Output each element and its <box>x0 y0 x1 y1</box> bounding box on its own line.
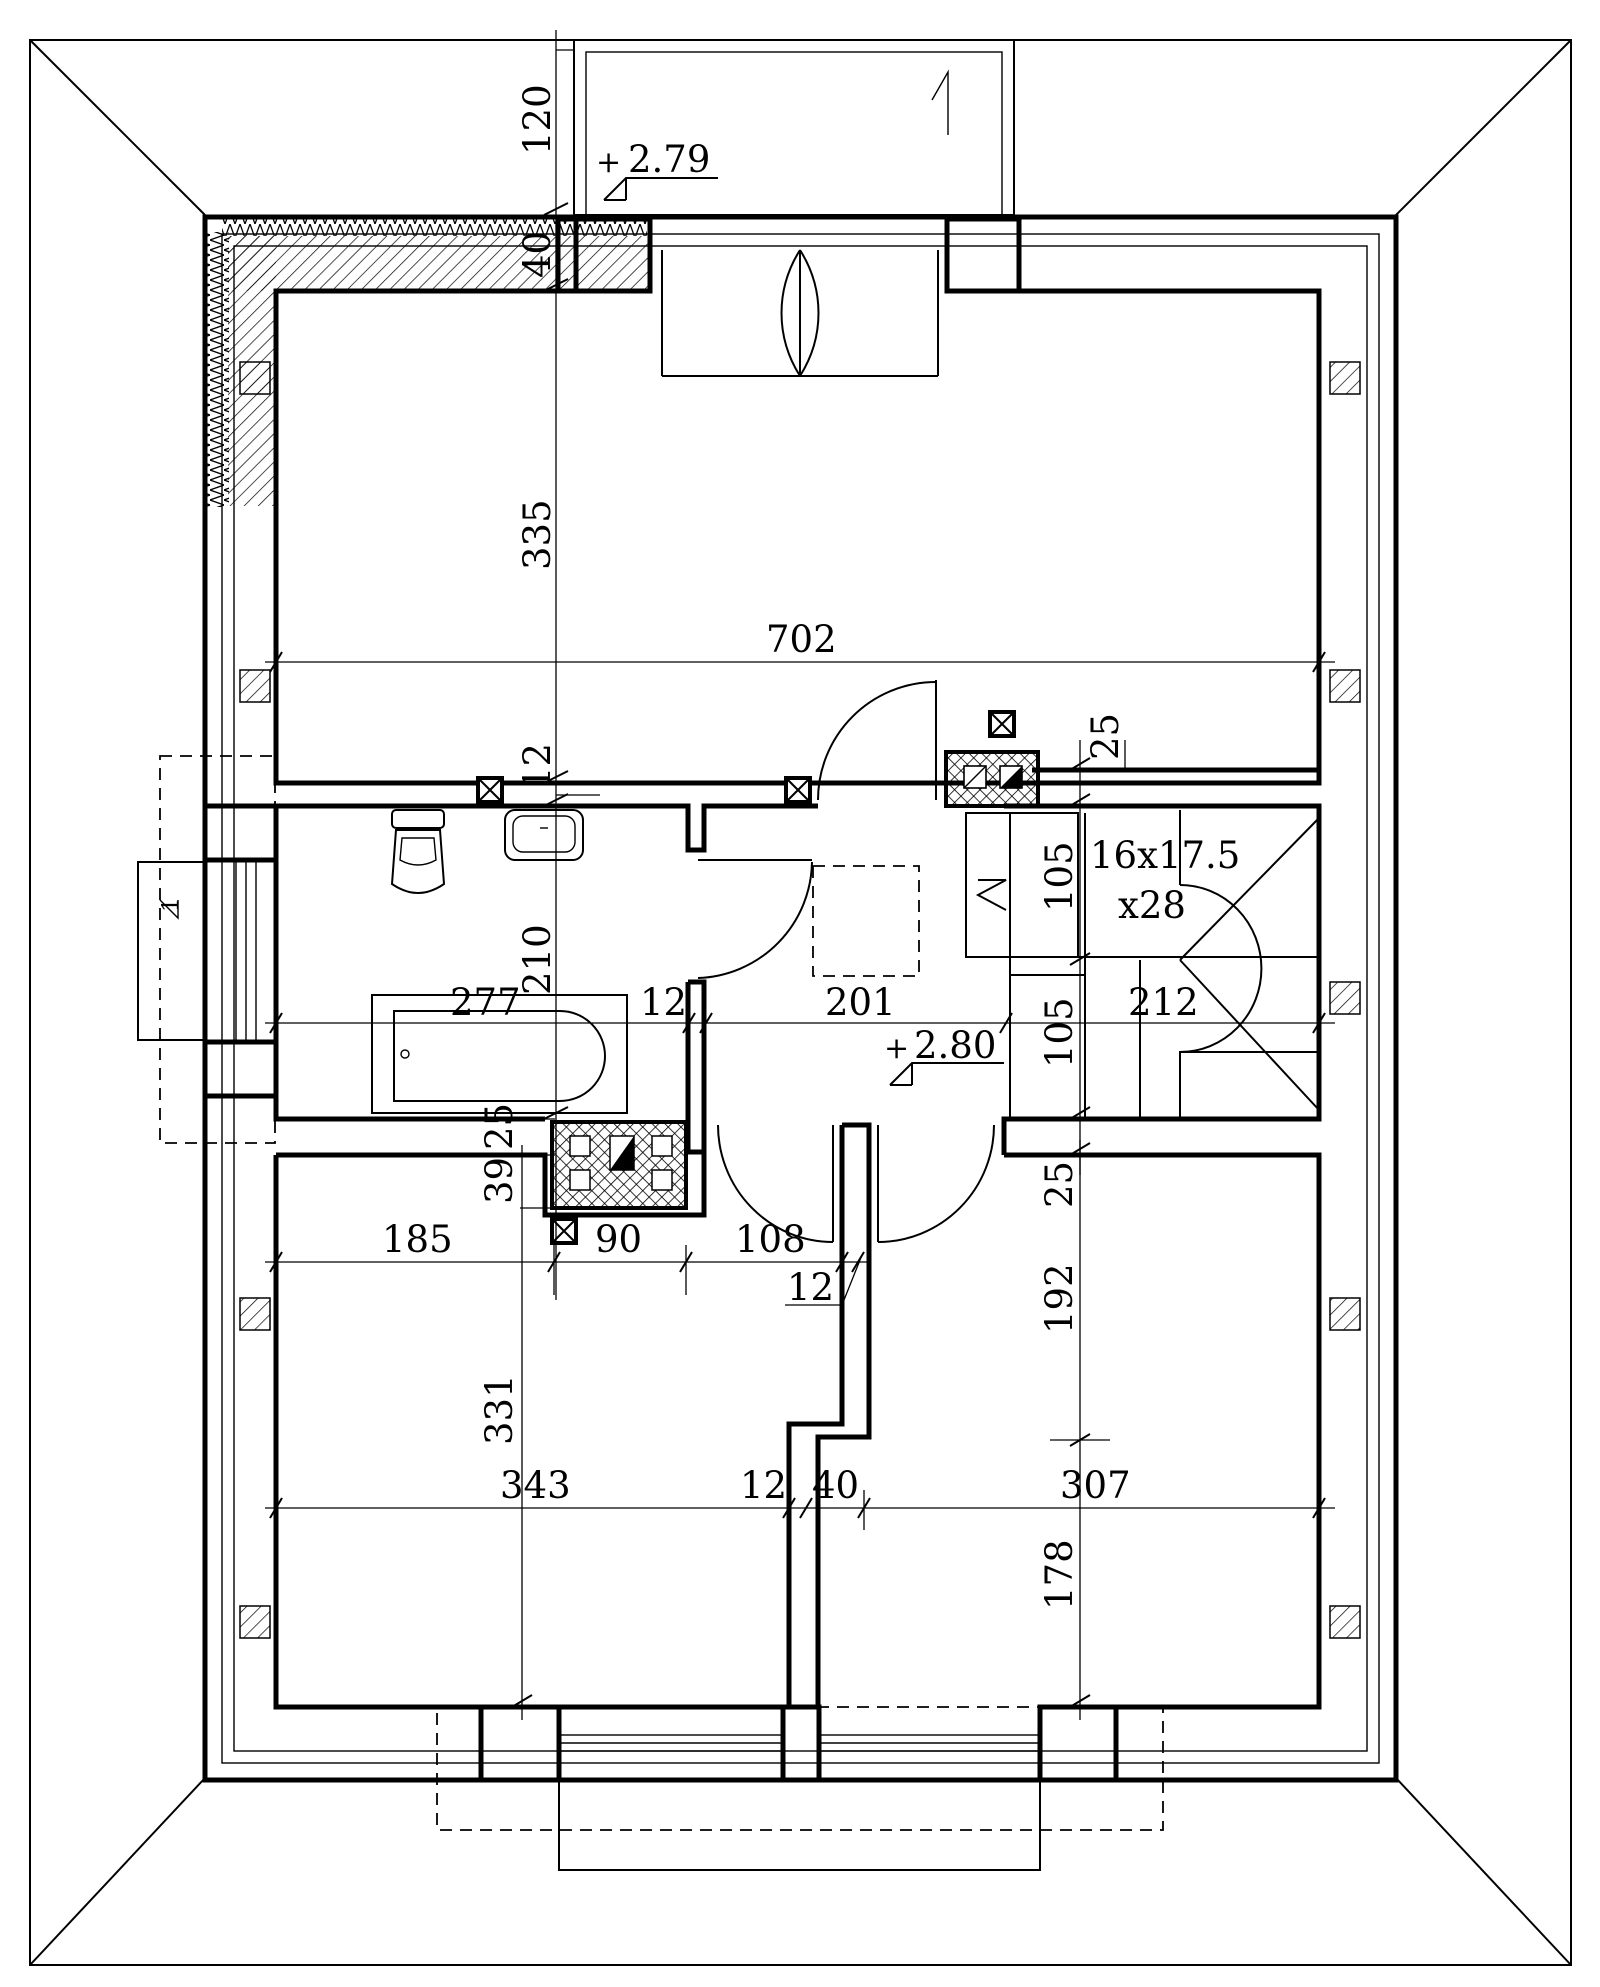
dim-343: 343 <box>500 1464 571 1507</box>
bathroom-fixtures <box>371 809 628 1114</box>
hall-door <box>817 680 937 801</box>
dim-212: 212 <box>1128 981 1199 1024</box>
bathroom-door <box>697 859 813 979</box>
staircase <box>965 810 1320 1120</box>
dim-25-top: 25 <box>1084 713 1127 760</box>
dim-25-left: 25 <box>478 1103 521 1150</box>
chimney-upper <box>944 750 1040 808</box>
insulation-top <box>222 219 647 236</box>
stair-count: x28 <box>1118 884 1186 927</box>
dim-105-upper: 105 <box>1038 841 1081 912</box>
dim-331: 331 <box>478 1374 521 1445</box>
dimension-lines <box>265 30 1335 1720</box>
dim-90: 90 <box>595 1218 642 1261</box>
balcony: 1 <box>573 39 1015 216</box>
dim-12-top: 12 <box>516 743 559 790</box>
interior-walls <box>273 216 1322 1710</box>
dim-105-lower: 105 <box>1038 997 1081 1068</box>
dim-702: 702 <box>766 618 837 661</box>
dim-12-bath: 12 <box>640 981 687 1024</box>
bedroom-right-door <box>877 1124 995 1243</box>
left-window-mark: 1 <box>159 898 184 912</box>
landing-mark <box>812 865 920 977</box>
washbasin <box>504 809 584 861</box>
toilet <box>390 809 446 894</box>
level-value-balcony: 2.79 <box>628 138 710 181</box>
dim-307: 307 <box>1060 1464 1131 1507</box>
dim-108: 108 <box>735 1218 806 1261</box>
dim-40-low: 40 <box>812 1464 859 1507</box>
insulation-left <box>207 232 229 507</box>
stair-spec: 16x17.5 <box>1090 834 1240 877</box>
level-symbol-hall: + <box>884 1031 909 1066</box>
bedroom-left-door <box>717 1124 834 1243</box>
left-window: 1 <box>137 755 279 1144</box>
dim-185: 185 <box>382 1218 453 1261</box>
wall-masonry-top <box>228 236 648 291</box>
vent-boxes <box>476 710 1016 1245</box>
chimney-lower <box>550 1120 688 1210</box>
bottom-windows <box>436 1704 1164 1871</box>
dim-210: 210 <box>516 924 559 995</box>
level-symbol-balcony: + <box>596 145 621 180</box>
dim-25-right: 25 <box>1038 1161 1081 1208</box>
exterior-walls <box>202 214 1399 1783</box>
dim-178: 178 <box>1038 1539 1081 1610</box>
dim-335: 335 <box>516 499 559 570</box>
dim-12-low: 12 <box>740 1464 787 1507</box>
dim-277: 277 <box>450 981 521 1024</box>
balcony-window-mark: 1 <box>938 96 952 121</box>
bathtub <box>371 994 628 1114</box>
level-mark-balcony: + 2.79 <box>596 138 718 201</box>
dim-192: 192 <box>1038 1263 1081 1334</box>
level-value-hall: 2.80 <box>914 1024 996 1067</box>
dim-39: 39 <box>478 1157 521 1204</box>
wall-ties <box>239 361 1361 1639</box>
level-mark-hall: + 2.80 <box>884 1024 1004 1086</box>
dimension-labels: 120 40 335 702 12 25 105 105 16x17.5 x28… <box>382 84 1240 1610</box>
balcony-doors <box>661 249 939 377</box>
dim-12-mid: 12 <box>787 1266 834 1309</box>
dim-40-top: 40 <box>516 231 559 278</box>
dim-201: 201 <box>825 981 896 1024</box>
dim-120: 120 <box>516 84 559 155</box>
